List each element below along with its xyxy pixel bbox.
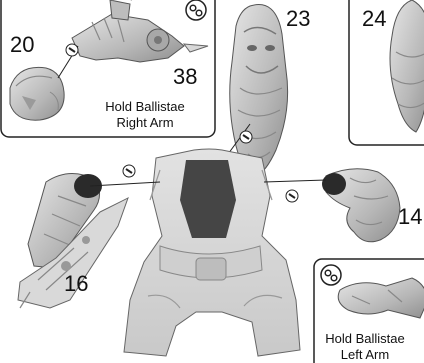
part-number-14: 14 [398, 206, 422, 228]
part-number-16: 16 [64, 273, 88, 295]
part-number-23: 23 [286, 8, 310, 30]
glue-icon [240, 131, 252, 143]
left-arm-caption-line2: Left Arm [310, 347, 420, 363]
right-arm-caption-line1: Hold Ballistae [80, 99, 210, 115]
glue-icon [286, 190, 298, 202]
left-arm-caption: Hold Ballistae Left Arm [310, 331, 420, 363]
dwarf-body-torso [124, 149, 300, 356]
gear-icon [321, 265, 341, 285]
glue-icon [66, 44, 78, 56]
part-number-38: 38 [173, 66, 197, 88]
part-number-24: 24 [362, 8, 386, 30]
part-14-forearm [322, 169, 400, 242]
part-23-dwarf-head [230, 5, 288, 176]
right-arm-caption: Hold Ballistae Right Arm [80, 99, 210, 131]
part-20-shoulder-pad [10, 67, 64, 120]
glue-icon [123, 165, 135, 177]
left-arm-caption-line1: Hold Ballistae [310, 331, 420, 347]
gear-icon [186, 0, 206, 20]
part-number-20: 20 [10, 34, 34, 56]
connector-14-body [264, 180, 326, 182]
right-arm-caption-line2: Right Arm [80, 115, 210, 131]
